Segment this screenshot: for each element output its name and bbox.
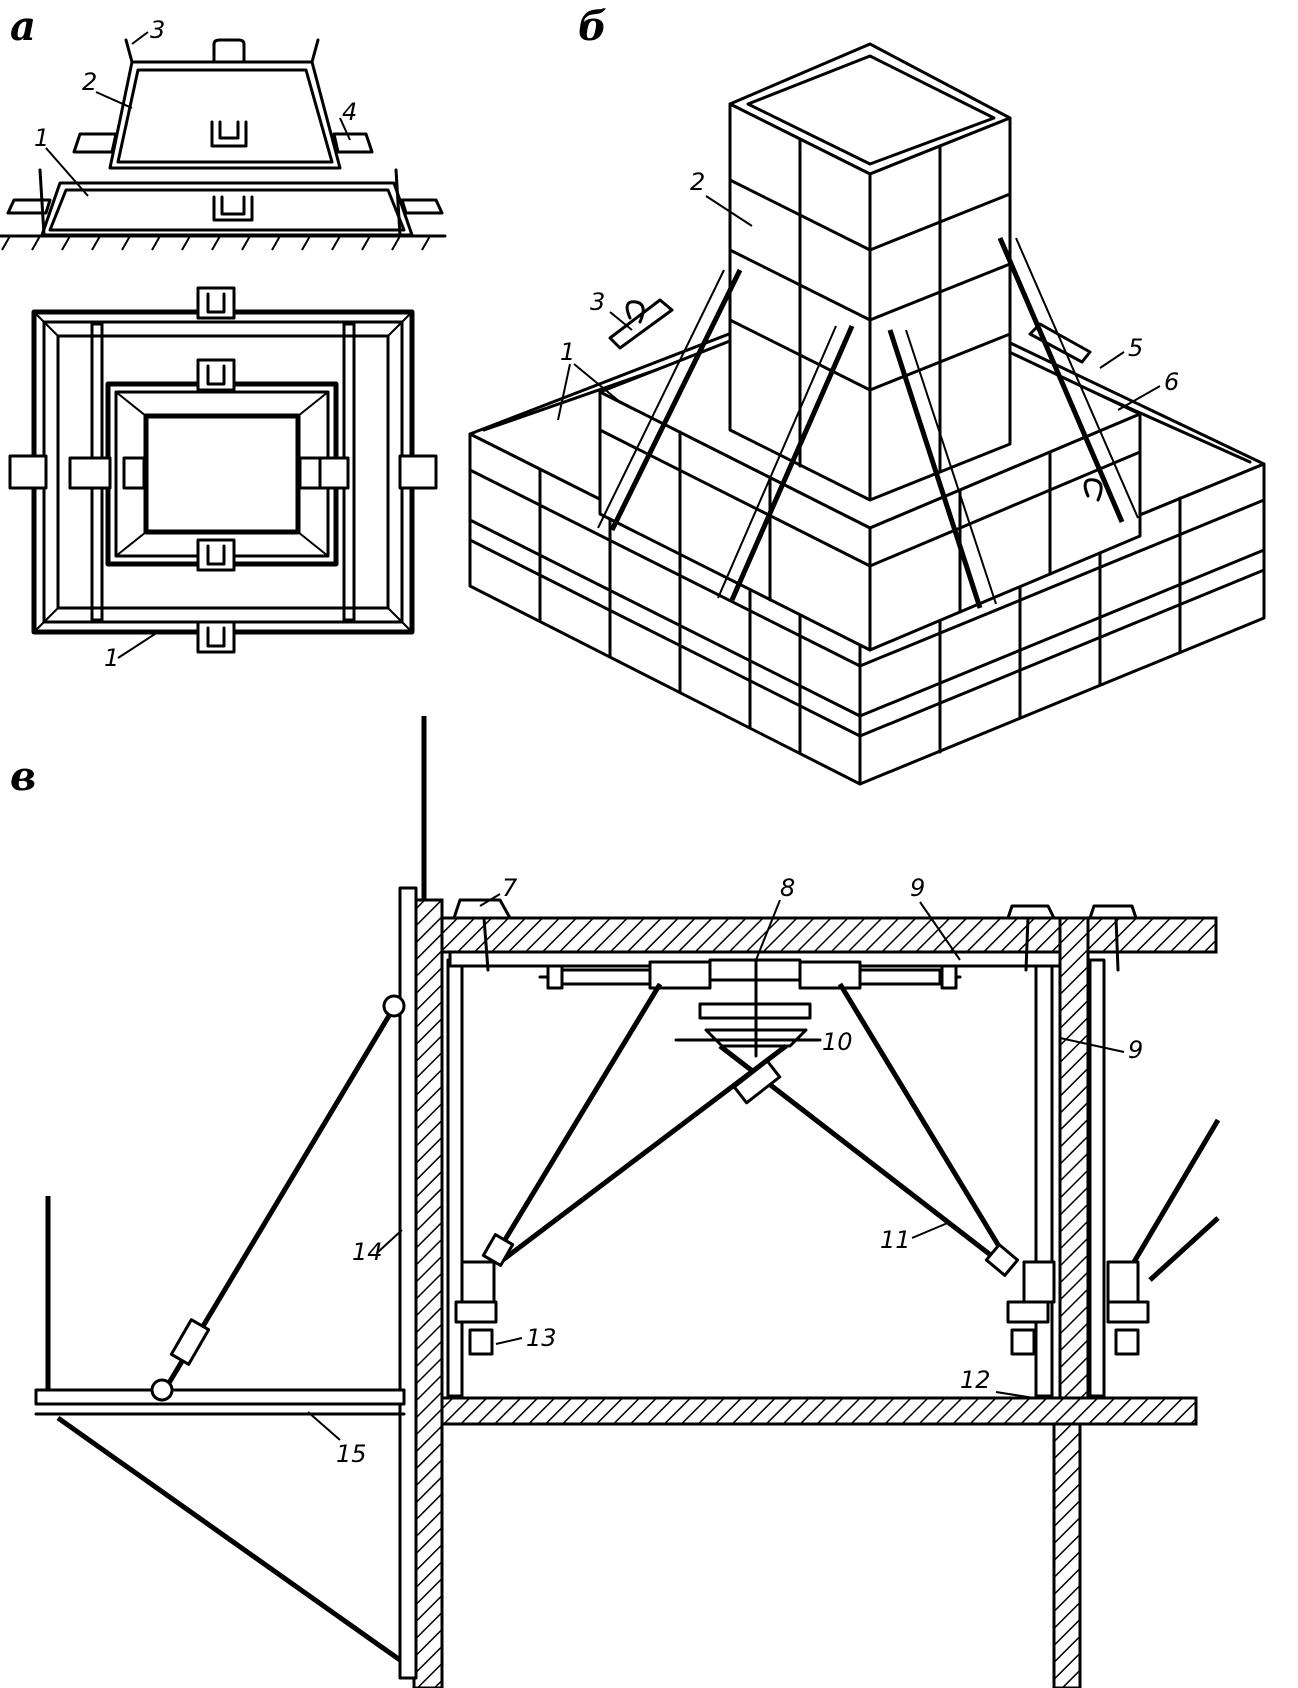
label-v-7: 7 xyxy=(502,874,518,902)
label-v-12: 12 xyxy=(960,1366,991,1394)
panel-b-isometric: б xyxy=(468,3,1266,786)
label-a-1-top: 1 xyxy=(34,124,49,152)
panel-b-letter: б xyxy=(578,3,607,50)
label-b-1: 1 xyxy=(560,338,575,366)
panel-v-section: в xyxy=(10,716,1221,1688)
label-a-2: 2 xyxy=(82,68,97,96)
label-v-9-right: 9 xyxy=(1128,1036,1143,1064)
label-a-3: 3 xyxy=(150,16,165,44)
label-b-6: 6 xyxy=(1164,368,1179,396)
label-v-11: 11 xyxy=(880,1226,911,1254)
label-b-5: 5 xyxy=(1128,334,1143,362)
label-v-10: 10 xyxy=(822,1028,853,1056)
label-v-9-top: 9 xyxy=(910,874,925,902)
panel-a-elevation: а 3 2 4 1 xyxy=(0,3,447,251)
label-a-4: 4 xyxy=(342,98,357,126)
panel-v-letter: в xyxy=(10,753,36,800)
label-v-8: 8 xyxy=(780,874,795,902)
label-v-13: 13 xyxy=(526,1324,557,1352)
label-v-15: 15 xyxy=(336,1440,367,1468)
panel-a-plan: 1 xyxy=(8,286,438,672)
label-b-3: 3 xyxy=(590,288,605,316)
label-v-14: 14 xyxy=(352,1238,383,1266)
panel-a-letter: а xyxy=(10,3,36,50)
label-b-2: 2 xyxy=(690,168,705,196)
label-a-1-plan: 1 xyxy=(104,644,119,672)
